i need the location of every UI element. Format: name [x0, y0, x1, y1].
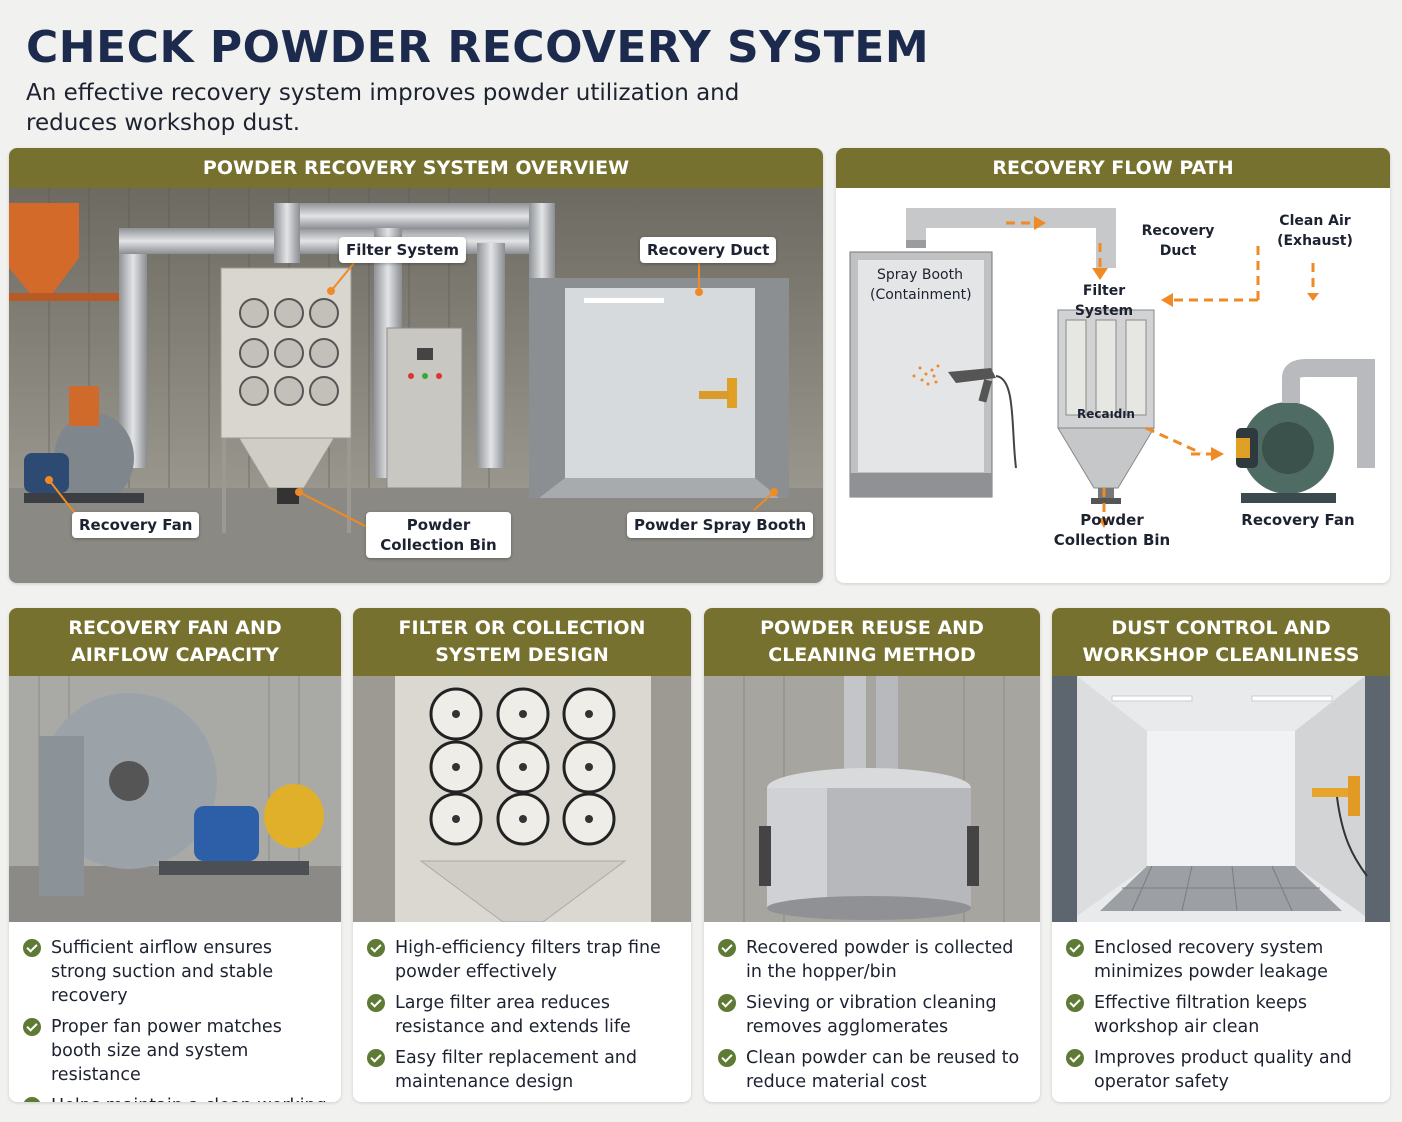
bullet-item: Helps maintain a clean working environme… [23, 1094, 329, 1102]
bullet-text: Large filter area reduces resistance and… [395, 993, 631, 1037]
overview-panel: POWDER RECOVERY SYSTEM OVERVIEW [9, 148, 823, 583]
check-icon [23, 1018, 41, 1036]
callout-powder-spray-booth: Powder Spray Booth [627, 512, 814, 538]
page-subtitle: An effective recovery system improves po… [26, 80, 740, 136]
bullet-text: Improves product quality and operator sa… [1094, 1048, 1352, 1092]
flow-label-clean-air: Clean Air (Exhaust) [1277, 213, 1353, 249]
bullet-text: Sieving or vibration cleaning removes ag… [746, 993, 997, 1037]
callout-recovery-duct: Recovery Duct [640, 237, 777, 263]
bullet-text: Helps maintain a clean working environme… [51, 1094, 329, 1102]
card-heading: RECOVERY FAN AND AIRFLOW CAPACITY [9, 608, 341, 676]
check-icon [23, 1097, 41, 1102]
card-bullets: Sufficient airflow ensures strong suctio… [9, 922, 341, 1102]
card-recovery-fan: RECOVERY FAN AND AIRFLOW CAPACITY Suffic… [9, 608, 341, 1102]
bullet-item: Effective filtration keeps workshop air … [1066, 991, 1378, 1039]
card-bullets: Recovered powder is collected in the hop… [704, 922, 1040, 1094]
recovery-fan-photo [9, 676, 341, 922]
overview-heading: POWDER RECOVERY SYSTEM OVERVIEW [9, 148, 823, 188]
check-icon [1066, 939, 1084, 957]
bullet-text: Easy filter replacement and maintenance … [395, 1048, 638, 1092]
bullet-text: Sufficient airflow ensures strong suctio… [51, 938, 274, 1006]
bullet-text: Proper fan power matches booth size and … [51, 1017, 282, 1085]
bullet-item: Clean powder can be reused to reduce mat… [718, 1046, 1028, 1094]
bullet-item: Sieving or vibration cleaning removes ag… [718, 991, 1028, 1039]
card-powder-reuse: POWDER REUSE AND CLEANING METHOD Recover… [704, 608, 1040, 1102]
card-filter-system: FILTER OR COLLECTION SYSTEM DESIGN High-… [353, 608, 691, 1102]
bullet-text: Effective filtration keeps workshop air … [1094, 993, 1307, 1037]
bullet-item: High-efficiency filters trap fine powder… [367, 936, 679, 984]
check-icon [718, 994, 736, 1012]
collection-bin-photo [704, 676, 1040, 922]
check-icon [1066, 1049, 1084, 1067]
check-icon [367, 994, 385, 1012]
card-bullets: High-efficiency filters trap fine powder… [353, 922, 691, 1094]
callout-powder-collection-bin: Powder Collection Bin [366, 512, 511, 558]
flow-panel: RECOVERY FLOW PATH [836, 148, 1390, 583]
check-icon [1066, 994, 1084, 1012]
flow-label-hopper-text: Recaıdın [1077, 407, 1135, 421]
flow-label-spray-booth: Spray Booth (Containment) [870, 267, 972, 303]
card-heading: DUST CONTROL AND WORKSHOP CLEANLINESS [1052, 608, 1390, 676]
spray-booth-photo [1052, 676, 1390, 922]
callout-filter-system: Filter System [339, 237, 466, 263]
bullet-text: Recovered powder is collected in the hop… [746, 938, 1014, 982]
bullet-text: Clean powder can be reused to reduce mat… [746, 1048, 1020, 1092]
bullet-text: High-efficiency filters trap fine powder… [395, 938, 661, 982]
bullet-item: Enclosed recovery system minimizes powde… [1066, 936, 1378, 984]
bullet-item: Easy filter replacement and maintenance … [367, 1046, 679, 1094]
callout-recovery-fan: Recovery Fan [72, 512, 200, 538]
card-heading: POWDER REUSE AND CLEANING METHOD [704, 608, 1040, 676]
card-bullets: Enclosed recovery system minimizes powde… [1052, 922, 1390, 1094]
flow-heading: RECOVERY FLOW PATH [836, 148, 1390, 188]
check-icon [23, 939, 41, 957]
check-icon [718, 939, 736, 957]
filter-system-photo [353, 676, 691, 922]
flow-label-recovery-fan: Recovery Fan [1241, 511, 1355, 529]
card-dust-control: DUST CONTROL AND WORKSHOP CLEANLINESS En… [1052, 608, 1390, 1102]
bullet-item: Large filter area reduces resistance and… [367, 991, 679, 1039]
flow-label-recovery-duct: Recovery Duct [1141, 223, 1215, 259]
flow-diagram [849, 208, 1375, 528]
check-icon [367, 1049, 385, 1067]
flow-label-powder-collection-bin: Powder Collection Bin [1053, 511, 1171, 549]
bullet-item: Recovered powder is collected in the hop… [718, 936, 1028, 984]
bullet-text: Enclosed recovery system minimizes powde… [1094, 938, 1328, 982]
page-title: CHECK POWDER RECOVERY SYSTEM [26, 22, 930, 73]
bullet-item: Proper fan power matches booth size and … [23, 1015, 329, 1087]
bullet-item: Sufficient airflow ensures strong suctio… [23, 936, 329, 1008]
flow-label-filter-system: Filter System [1074, 283, 1134, 319]
check-icon [718, 1049, 736, 1067]
check-icon [367, 939, 385, 957]
card-heading: FILTER OR COLLECTION SYSTEM DESIGN [353, 608, 691, 676]
bullet-item: Improves product quality and operator sa… [1066, 1046, 1378, 1094]
